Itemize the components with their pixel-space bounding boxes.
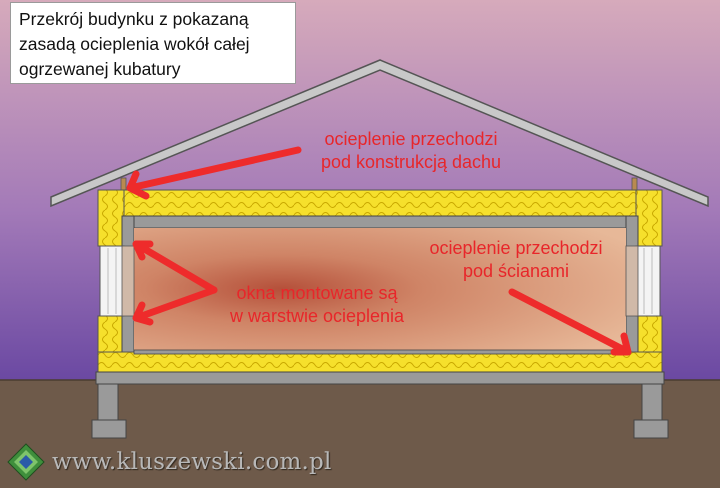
title-line: zasadą ocieplenia wokół całej: [19, 34, 250, 54]
logo-icon: [7, 443, 45, 481]
right-window: [625, 245, 661, 317]
roof-insulation-label: ocieplenie przechodzi pod konstrukcją da…: [320, 129, 502, 172]
wall-insulation-label: ocieplenie przechodzi pod ścianami: [429, 238, 603, 281]
right-wall-insulation: [635, 189, 663, 247]
wall-arrow: [508, 288, 632, 356]
diagram-title: Przekrój budynku z pokazaną zasadą ociep…: [10, 2, 296, 84]
title-line: ogrzewanej kubatury: [19, 59, 181, 79]
watermark-url: www.kluszewski.com.pl: [52, 449, 332, 475]
roof-arrow: [126, 146, 302, 200]
title-line: Przekrój budynku z pokazaną: [19, 9, 249, 29]
floor-insulation: [97, 351, 663, 373]
window-arrows: [132, 240, 218, 326]
roof-insulation: [97, 189, 663, 217]
ceiling-slab: [121, 215, 639, 229]
left-window: [99, 245, 135, 317]
left-wall-insulation: [97, 189, 125, 247]
window-label: okna montowane są w warstwie ocieplenia: [229, 283, 405, 326]
foundation: [91, 371, 669, 439]
